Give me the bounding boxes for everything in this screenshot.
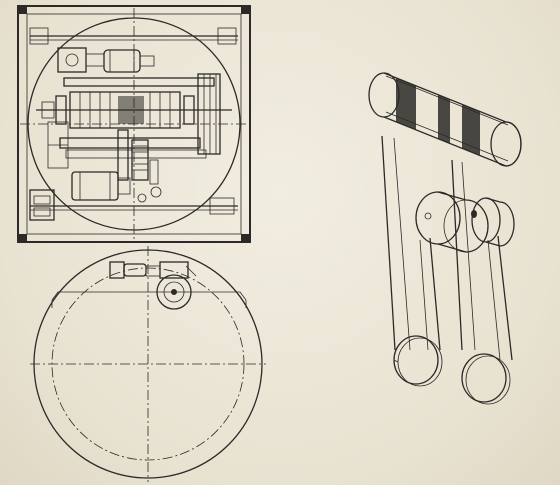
- motor-top: [57, 47, 155, 73]
- corner-block-tl: [18, 6, 27, 14]
- shaft-assembly: [36, 73, 232, 203]
- corner-block-tr: [241, 6, 250, 14]
- drum-cylinder: [368, 72, 522, 167]
- bracket-left-top: [29, 27, 49, 45]
- bracket-right-bottom: [209, 197, 235, 215]
- corner-block-br: [241, 234, 250, 242]
- isometric-belt-drive: [368, 72, 522, 405]
- side-gearbox: [29, 189, 55, 221]
- plan-view: [17, 5, 251, 243]
- bracket-right-top: [217, 27, 237, 45]
- plan-frame: [17, 5, 251, 243]
- belts: [381, 135, 513, 361]
- circular-track: [30, 246, 266, 482]
- corner-block-bl: [18, 234, 27, 242]
- bottom-pulley-right: [461, 353, 511, 405]
- bottom-pulley-left: [393, 335, 443, 387]
- middle-pulley: [415, 191, 489, 253]
- motor-bottom: [47, 121, 131, 201]
- track-pulley: [156, 274, 192, 310]
- track-platform: [51, 291, 247, 301]
- right-pulley: [471, 197, 515, 247]
- track-carriage: [109, 261, 197, 310]
